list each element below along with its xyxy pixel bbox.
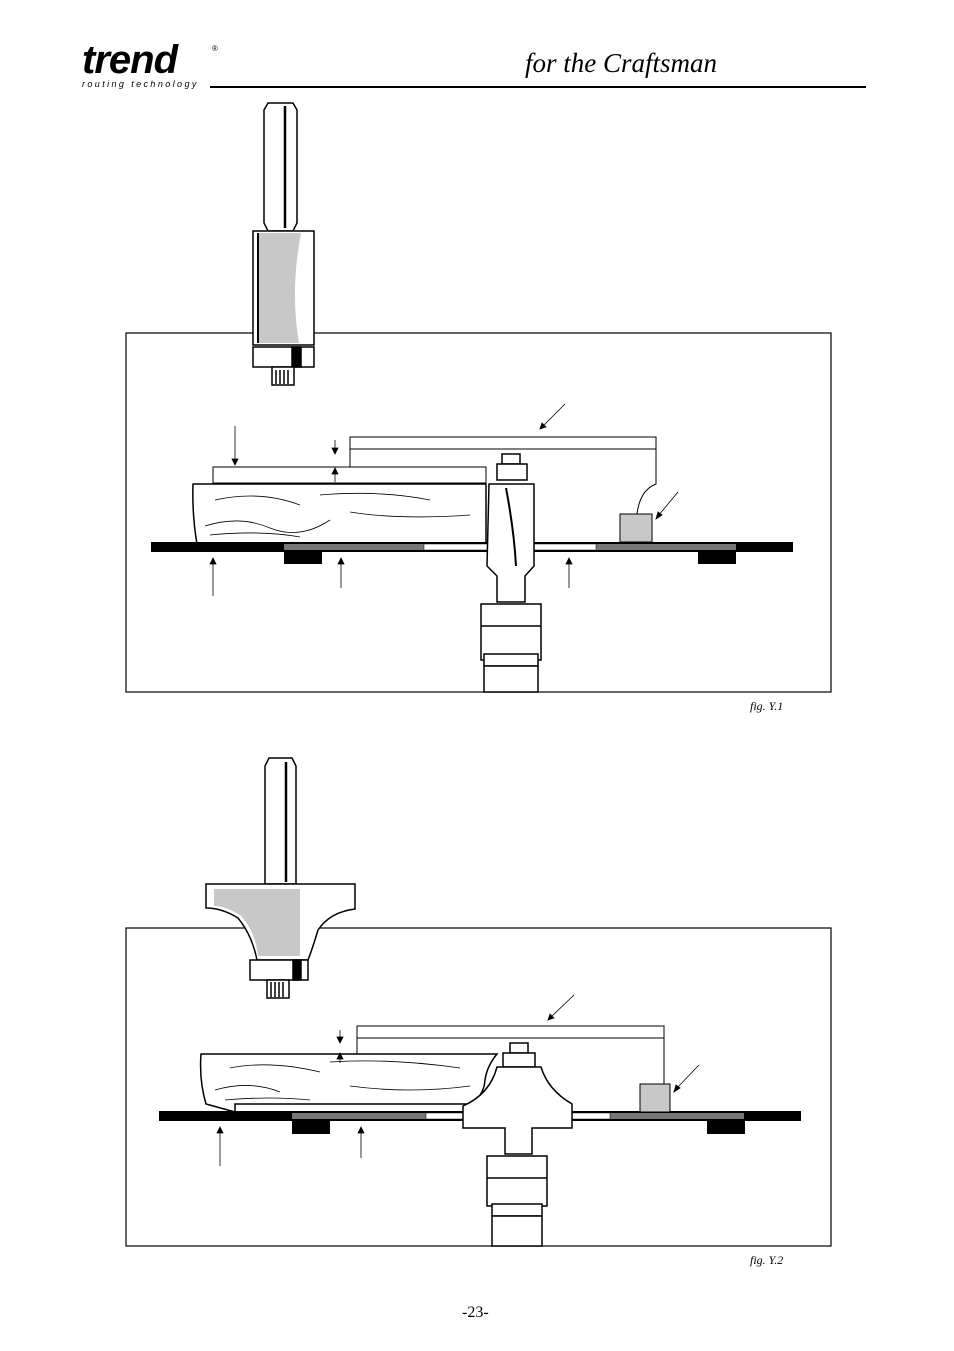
figure-y1-caption: fig. Y.1 — [750, 699, 784, 713]
brand-logo: trend ® routing technology — [82, 38, 218, 89]
figure-y1-illustration — [125, 102, 832, 693]
figure-y2-illustration — [125, 757, 832, 1247]
workpiece — [199, 1053, 499, 1113]
page-number: -23- — [462, 1304, 489, 1321]
header-rule — [210, 86, 866, 88]
brand-tagline: routing technology — [82, 79, 199, 89]
registered-mark: ® — [212, 44, 218, 53]
workpiece — [192, 483, 487, 545]
brand-wordmark: trend — [82, 38, 178, 82]
rounding-over-cutter-bit — [205, 757, 356, 999]
figure-y2-caption: fig. Y.2 — [750, 1253, 784, 1267]
page-tagline: for the Craftsman — [525, 48, 718, 78]
straight-cutter-bit — [252, 102, 315, 386]
